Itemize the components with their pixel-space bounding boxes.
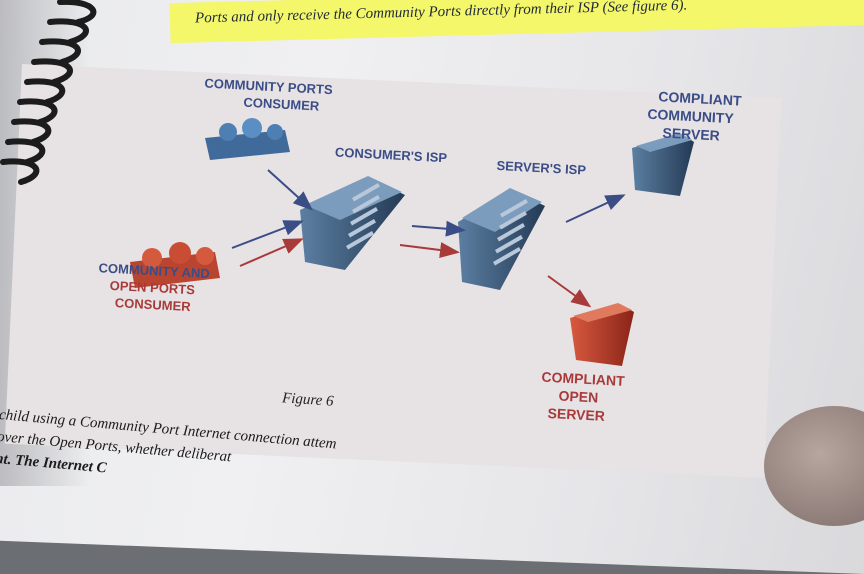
- flow-arrows: [231, 169, 626, 308]
- label-compliant-open-2: OPEN: [558, 388, 598, 406]
- servers-isp-server-icon: [458, 188, 545, 290]
- label-compliant-community-2: COMMUNITY: [647, 106, 735, 127]
- community-consumer-people-icon: [205, 118, 290, 160]
- label-compliant-open-1: COMPLIANT: [541, 369, 625, 389]
- compliant-open-server-icon: [570, 303, 634, 366]
- arrow-open-to-bottom-consumer: [239, 238, 304, 267]
- label-community-and-1: COMMUNITY AND: [98, 260, 210, 281]
- arrow-open-between-isps: [399, 242, 460, 258]
- consumers-isp-server-icon: [300, 176, 405, 270]
- arrow-community-to-top-consumer: [267, 169, 313, 211]
- arrow-community-to-bottom-consumer: [231, 220, 304, 249]
- label-compliant-community-1: COMPLIANT: [658, 88, 742, 108]
- label-consumers-isp: CONSUMER'S ISP: [335, 144, 448, 165]
- label-compliant-open-3: SERVER: [547, 405, 605, 424]
- arrow-community-between-isps: [411, 220, 466, 237]
- label-community-ports-2: CONSUMER: [243, 95, 320, 114]
- compliant-community-server-icon: [632, 133, 694, 196]
- label-compliant-community-3: SERVER: [662, 125, 720, 144]
- arrow-community-server-to-isp: [565, 194, 626, 223]
- label-servers-isp: SERVER'S ISP: [496, 158, 587, 178]
- network-diagram: COMMUNITY PORTS CONSUMER CONSUMER'S ISP …: [98, 76, 742, 424]
- spiral-binding: [0, 0, 97, 185]
- figure-caption: Figure 6: [281, 390, 335, 410]
- label-open-ports: OPEN PORTS: [109, 278, 195, 297]
- community-open-consumer-people-icon: [130, 242, 220, 288]
- label-community-and-3: CONSUMER: [114, 295, 191, 314]
- arrow-open-server-to-isp: [547, 275, 592, 308]
- label-community-ports-1: COMMUNITY PORTS: [204, 76, 333, 98]
